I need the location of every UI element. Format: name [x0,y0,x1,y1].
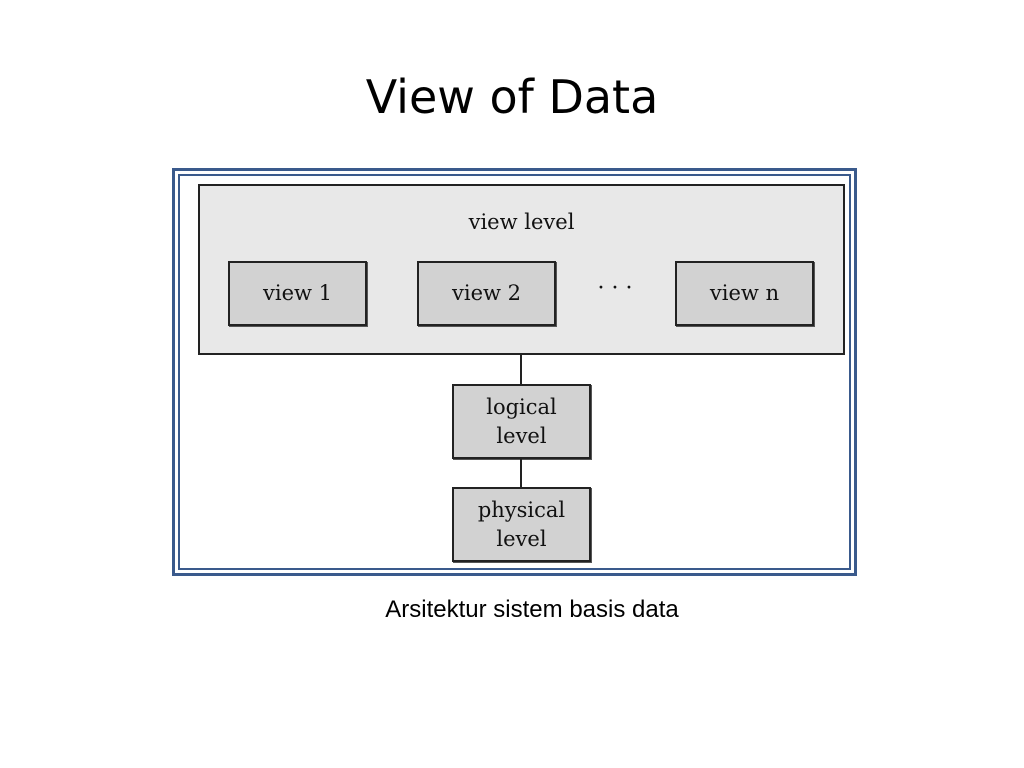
connector-logical-to-physical [520,459,522,488]
view-2-label: view 2 [451,281,522,305]
logical-level-label-line1: logical [486,394,557,419]
view-n-label: view n [709,281,780,305]
connector-view-to-logical [520,355,522,385]
view-2-box: view 2 [417,261,556,326]
view-1-box: view 1 [228,261,367,326]
physical-level-label-line1: physical [477,497,566,522]
physical-level-box: physical level [452,487,591,562]
diagram-frame-inner-border [178,174,851,570]
view-n-box: view n [675,261,814,326]
view-level-label: view level [468,210,575,234]
views-ellipsis: · · · [597,276,633,301]
physical-level-label-line2: level [496,526,547,551]
logical-level-box: logical level [452,384,591,459]
view-1-label: view 1 [262,281,333,305]
slide-title: View of Data [365,70,659,124]
diagram-caption: Arsitektur sistem basis data [385,596,679,623]
logical-level-label-line2: level [496,423,547,448]
